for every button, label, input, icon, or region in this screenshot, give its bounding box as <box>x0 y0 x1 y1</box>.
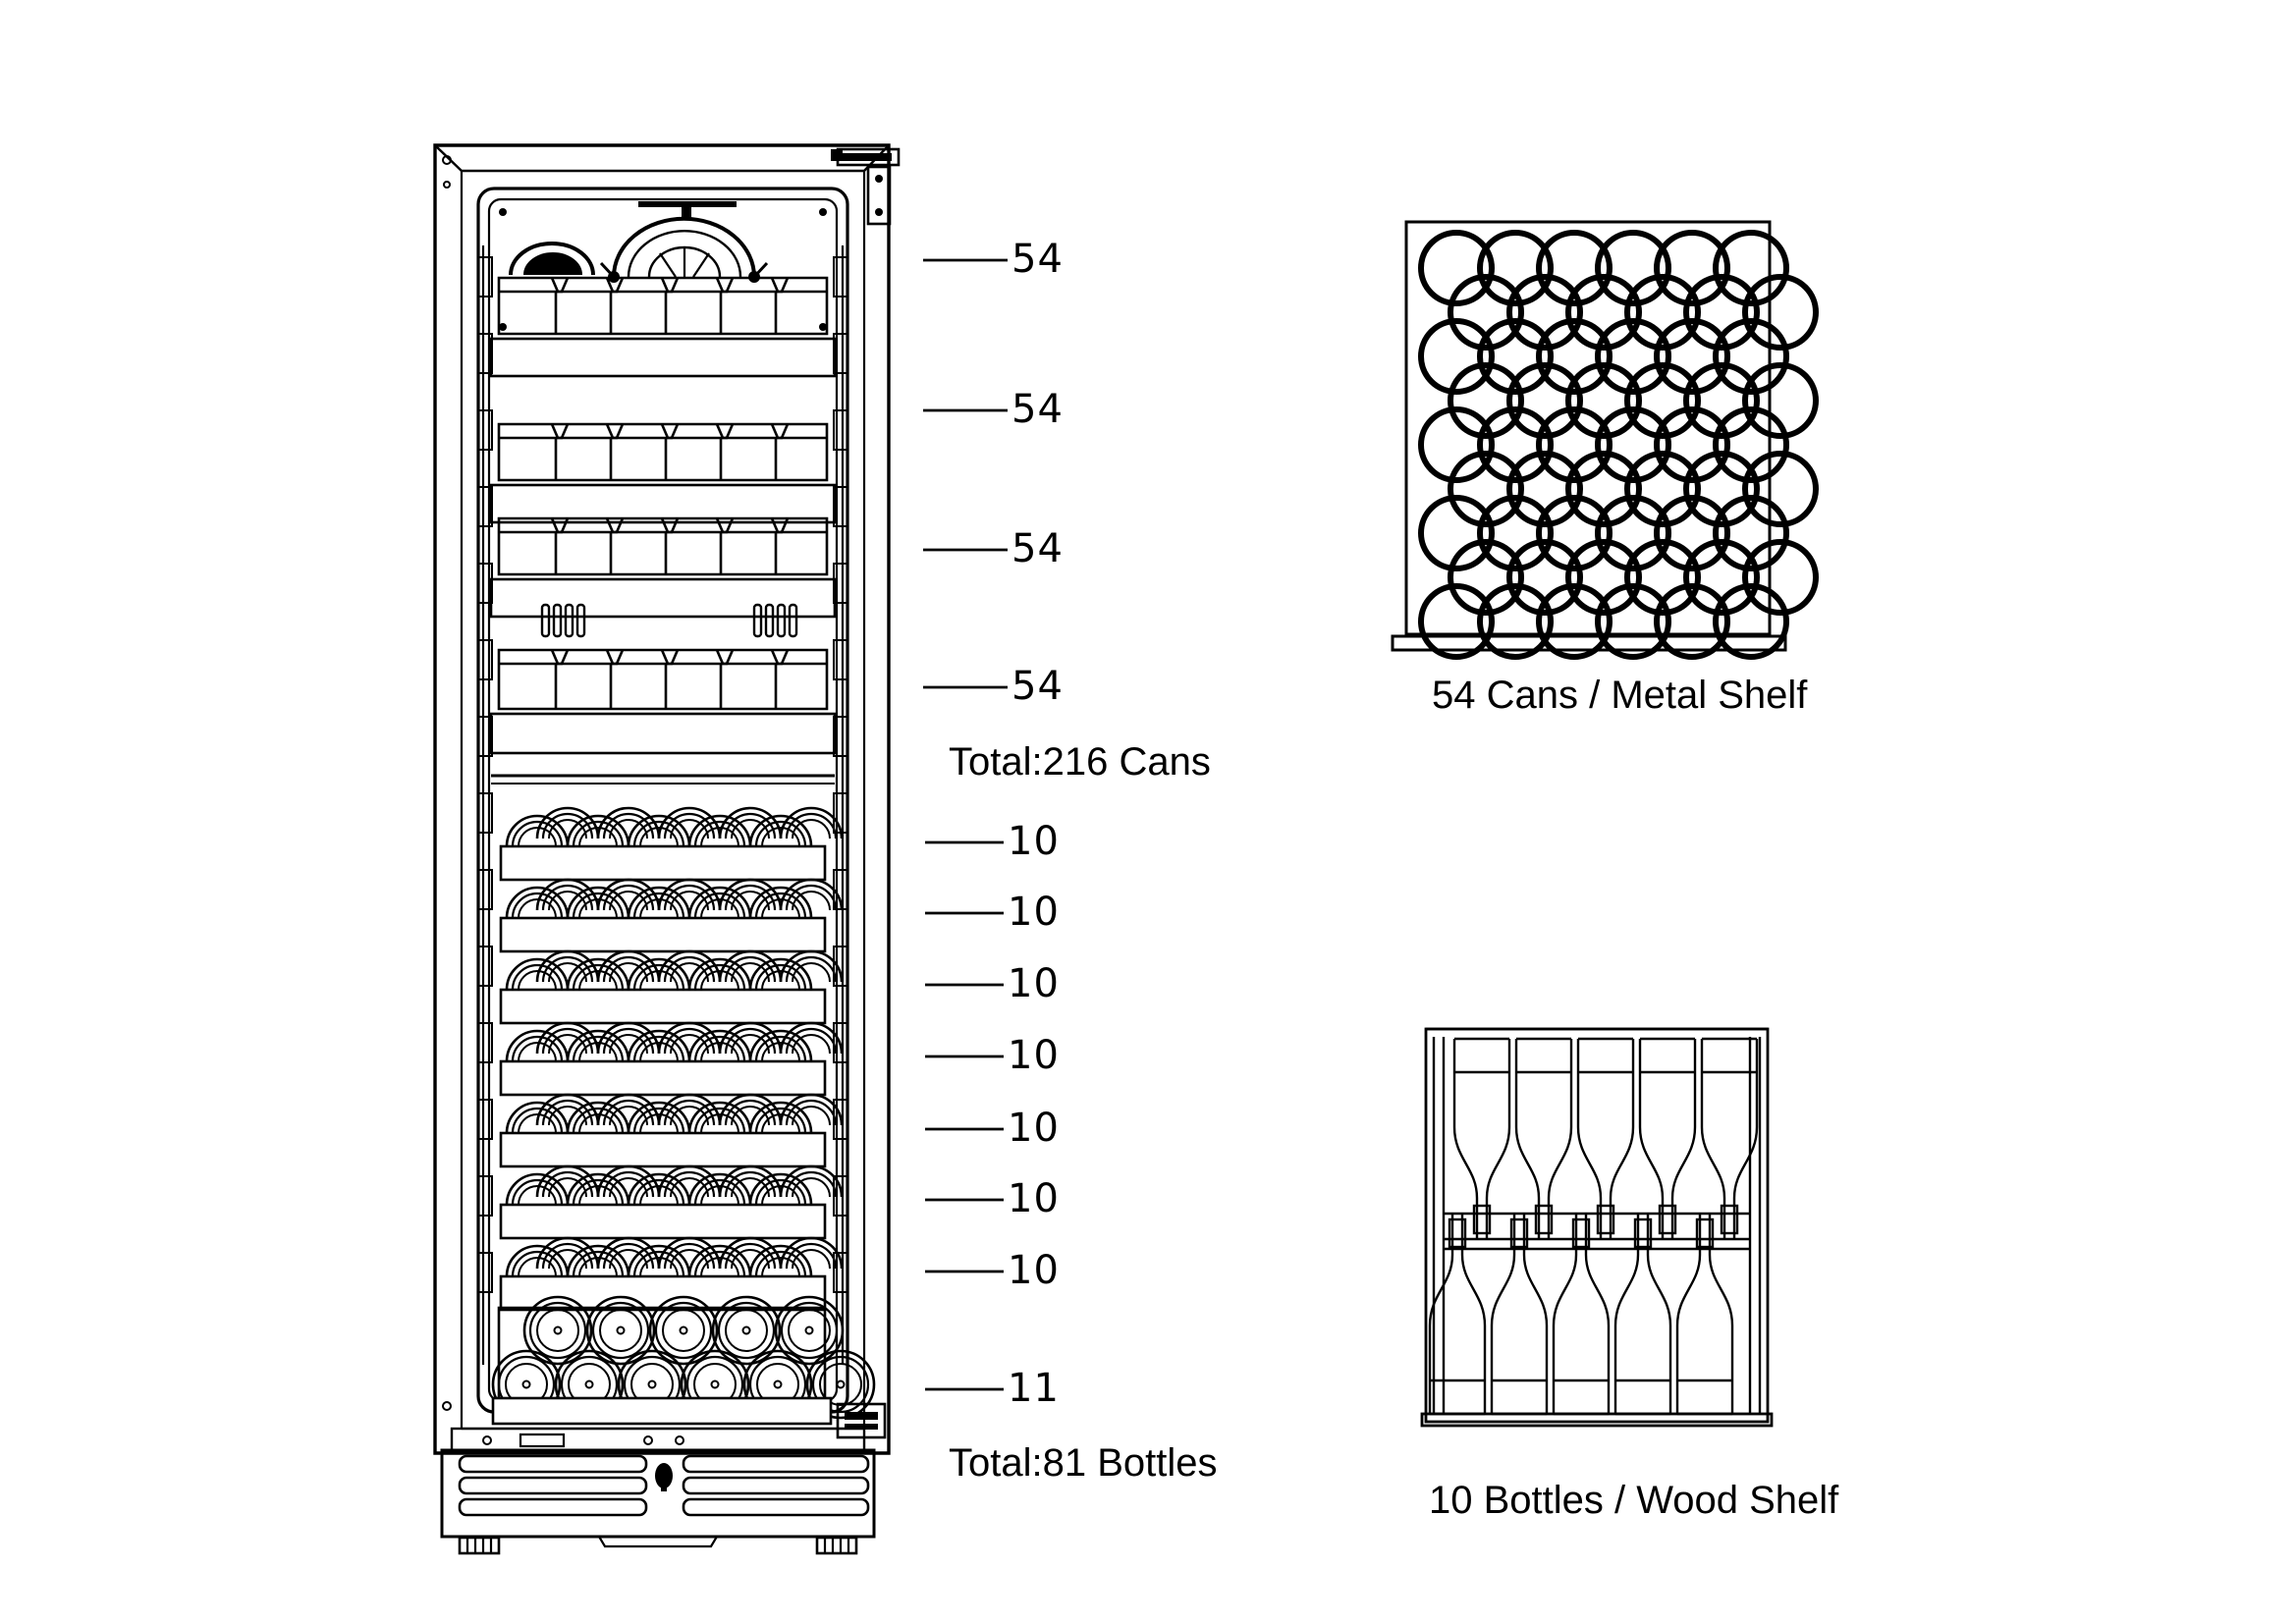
leader-lines-cans <box>923 258 1008 689</box>
glass-door-frame <box>476 187 849 1414</box>
can-shelf <box>489 276 837 378</box>
callout-bottles-7: 10 <box>1008 1248 1060 1293</box>
shelf-rails <box>1444 1212 1750 1251</box>
leader-lines-bottles <box>925 840 1004 1391</box>
callout-cans-4: 54 <box>1011 664 1064 709</box>
callout-bottles-8: 11 <box>1008 1366 1060 1411</box>
can-circles-grid <box>1418 230 1819 660</box>
bottles-neck-down <box>1428 1214 1734 1416</box>
callout-bottles-6: 10 <box>1008 1176 1060 1221</box>
fan-shroud <box>509 216 769 283</box>
detail-metal-shelf <box>1391 220 1819 660</box>
base-vent-grille <box>440 1448 876 1555</box>
callout-cans-2: 54 <box>1011 387 1064 432</box>
callout-bottles-5: 10 <box>1008 1106 1060 1151</box>
callout-bottles-1: 10 <box>1008 819 1060 864</box>
caption-metal-shelf: 54 Cans / Metal Shelf <box>1432 674 1808 717</box>
detail-wood-shelf <box>1420 1027 1774 1428</box>
can-shelf <box>489 648 837 755</box>
zone-divider <box>491 774 835 784</box>
vent-slots <box>540 603 798 638</box>
callout-bottles-3: 10 <box>1008 961 1060 1006</box>
can-shelf <box>489 516 837 619</box>
control-strip <box>450 1427 866 1452</box>
total-bottles-label: Total:81 Bottles <box>949 1441 1218 1485</box>
top-hinge <box>831 147 901 226</box>
callout-cans-1: 54 <box>1011 237 1064 282</box>
interior-light-bar <box>638 201 737 217</box>
total-cans-label: Total:216 Cans <box>949 740 1211 784</box>
callout-cans-3: 54 <box>1011 526 1064 571</box>
wine-shelf <box>499 806 844 1312</box>
callout-bottles-2: 10 <box>1008 890 1060 935</box>
callout-bottles-4: 10 <box>1008 1033 1060 1078</box>
bottles-neck-up <box>1452 1037 1759 1239</box>
can-shelf <box>489 422 837 524</box>
caption-wood-shelf: 10 Bottles / Wood Shelf <box>1429 1479 1839 1522</box>
bottom-bottle-basket <box>491 1295 876 1426</box>
door-lock-icon <box>655 1463 673 1491</box>
